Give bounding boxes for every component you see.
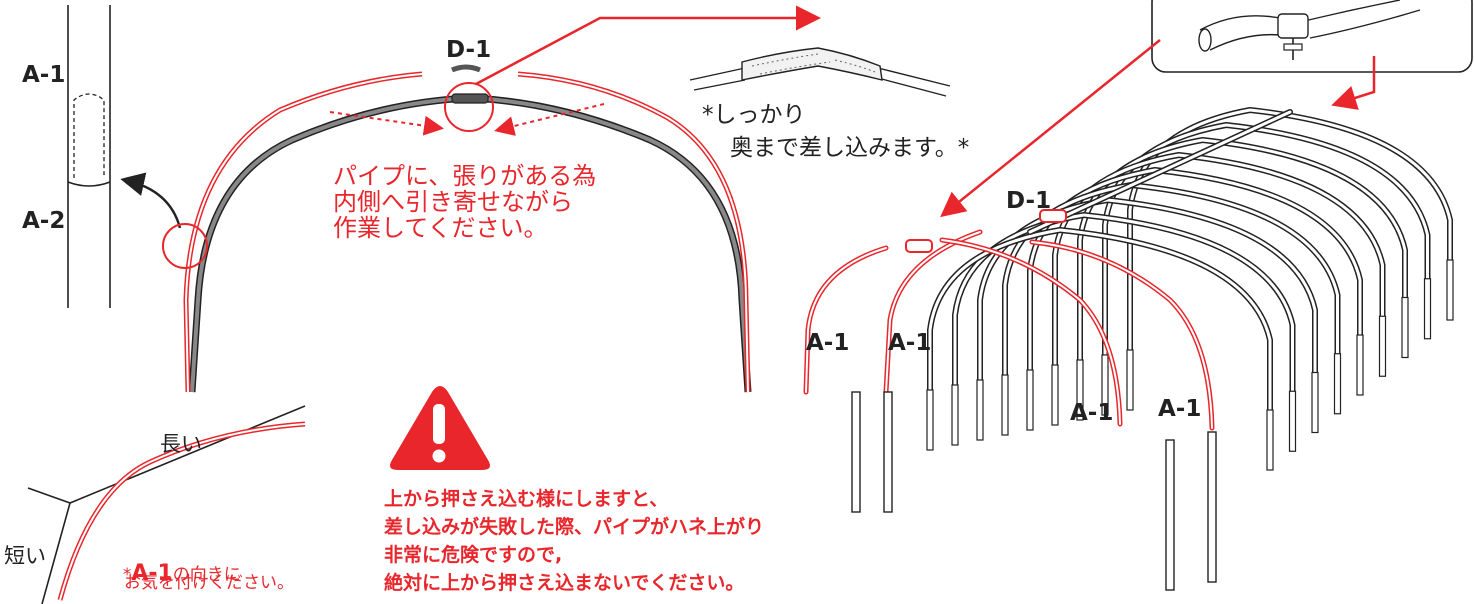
- d1-connector: [1039, 209, 1067, 223]
- label-a1-right-3: A-1: [1070, 400, 1114, 426]
- a1-pipe-left-2-inner: [885, 231, 981, 393]
- note-orientation-line1: *A-1の向きに: [112, 540, 241, 586]
- tunnel-stake: [1401, 296, 1409, 359]
- tunnel-stake: [1288, 390, 1297, 452]
- pipe-joint-detail: [67, 5, 111, 308]
- front-stake: [883, 391, 893, 513]
- tunnel-stake: [1051, 364, 1059, 426]
- label-a1-right-1: A-1: [806, 330, 850, 356]
- tunnel-stake: [1026, 369, 1034, 431]
- warning-line2: 差し込みが失敗した際、パイプがハネ上がり: [384, 516, 765, 538]
- front-stake: [1207, 431, 1217, 583]
- note-pipe-line3: 作業してください。: [333, 214, 548, 242]
- tunnel-arch-3-inner: [1078, 138, 1407, 362]
- tunnel-arch-9-inner: [928, 228, 1272, 412]
- front-stake: [851, 391, 861, 513]
- front-stake: [1165, 439, 1175, 591]
- note-pipe-line2: 内側へ引き寄せながら: [333, 188, 573, 216]
- note-pipe-line1: パイプに、張りがある為: [333, 162, 597, 190]
- tunnel-stake: [1356, 334, 1364, 396]
- a1-pipe-right-2-inner: [1031, 241, 1213, 429]
- label-nagai: 長い: [160, 432, 202, 456]
- tunnel-stake: [926, 389, 934, 451]
- note-shikkari-line1: *しっかり: [702, 102, 806, 128]
- note-orientation-a1: A-1: [131, 561, 173, 586]
- label-a2: A-2: [22, 208, 66, 234]
- tunnel-ridge-inner: [1028, 110, 1292, 234]
- tunnel-stake: [1446, 259, 1454, 321]
- warning-line1: 上から押さえ込む様にしますと、: [384, 488, 669, 510]
- d1-connector: [905, 239, 933, 253]
- label-a1-top: A-1: [22, 62, 66, 88]
- tunnel-stake: [1266, 409, 1274, 471]
- a1-pipe-right-inner: [941, 239, 1121, 425]
- warning-icon: [390, 386, 490, 470]
- orientation-diagram: [27, 405, 306, 604]
- tunnel-arch-2-inner: [1103, 123, 1429, 357]
- a1-pipe-left: [803, 245, 889, 395]
- tunnel-stake: [976, 379, 984, 441]
- connector-detail: [689, 47, 951, 97]
- tunnel-stake: [1333, 353, 1342, 415]
- tunnel-arch-8-inner: [953, 213, 1294, 393]
- tunnel-stake: [1311, 371, 1319, 434]
- center-arch: [162, 5, 821, 393]
- tunnel-stake: [1126, 349, 1134, 411]
- label-d1-right: D-1: [1006, 188, 1052, 214]
- label-a1-right-2: A-1: [888, 330, 932, 356]
- label-d1-center: D-1: [446, 37, 492, 63]
- label-mijikai: 短い: [4, 544, 46, 568]
- clamp-inset: [940, 0, 1473, 218]
- tunnel-stake: [1378, 315, 1387, 377]
- tunnel-stake: [1001, 374, 1009, 436]
- arrow-icon: [120, 172, 182, 229]
- tunnel-stake: [1423, 278, 1432, 340]
- tunnel-arch-7-inner: [978, 198, 1317, 382]
- tunnel-stake: [951, 384, 959, 446]
- note-orientation-line2: お気を付けください。: [124, 573, 294, 593]
- warning-line3: 非常に危険ですので,: [384, 544, 563, 566]
- note-shikkari-line2: 奥まで差し込みます。*: [730, 135, 970, 161]
- note-orientation-text: の向きに: [172, 565, 241, 585]
- note-orientation-prefix: *: [122, 565, 132, 585]
- warning-line4: 絶対に上から押さえ込まないでください。: [384, 572, 745, 594]
- tunnel-stake: [1076, 359, 1084, 421]
- tunnel-arch-1-inner: [1128, 108, 1452, 352]
- tunnel-arch-6-inner: [1003, 183, 1339, 377]
- label-a1-right-4: A-1: [1158, 396, 1202, 422]
- a1-pipe-left-inner: [805, 247, 887, 393]
- tunnel-stake: [1101, 354, 1109, 416]
- tunnel-frame: [803, 106, 1454, 591]
